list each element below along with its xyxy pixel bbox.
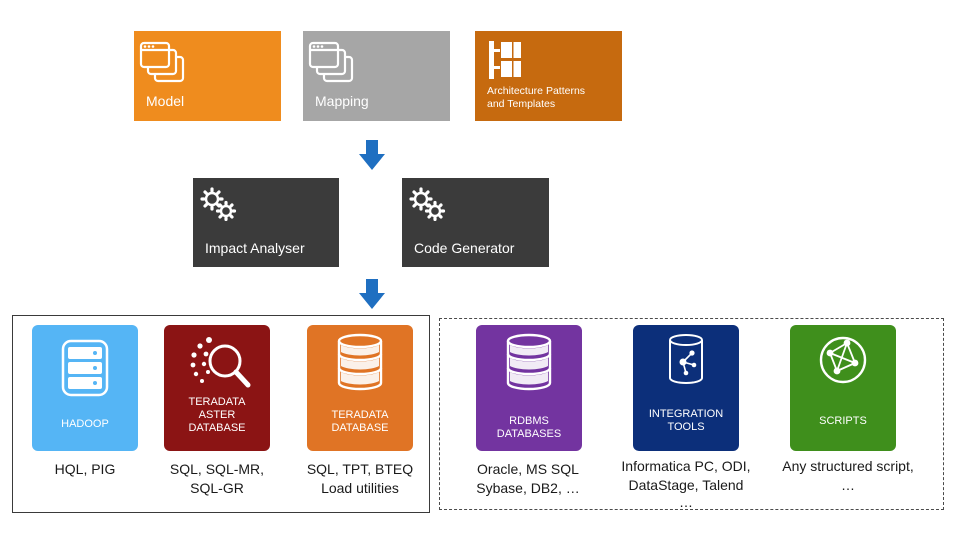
rdbms-tile: RDBMS DATABASES: [476, 325, 582, 451]
layout-blocks-icon: [489, 41, 521, 79]
target-group-frame: [12, 315, 430, 513]
integration-tools-caption-line3: …: [679, 494, 693, 510]
mapping-tile: Mapping: [303, 31, 450, 121]
hadoop-name: HADOOP: [61, 418, 109, 430]
database-icon: [337, 333, 383, 391]
network-cylinder-icon: [669, 334, 703, 384]
gears-icon: [409, 187, 446, 221]
rdbms-name-line1: RDBMS: [509, 415, 549, 427]
target-group-dashed-frame: [439, 318, 944, 510]
database-icon: [506, 333, 552, 391]
server-icon: [61, 339, 109, 397]
down-arrow-icon: [359, 140, 385, 170]
down-arrow-icon: [359, 279, 385, 309]
rdbms-caption-line2: Sybase, DB2, …: [476, 480, 580, 496]
integration-tools-name-line2: TOOLS: [667, 421, 705, 433]
scripts-name: SCRIPTS: [819, 415, 867, 427]
teradata-database-name-line2: DATABASE: [331, 422, 389, 434]
patterns-label-line2: and Templates: [487, 98, 556, 110]
globe-network-icon: [819, 336, 867, 384]
magnifier-dots-icon: [190, 337, 251, 388]
teradata-aster-tile: TERADATA ASTER DATABASE: [164, 325, 270, 451]
impact-analyser-label: Impact Analyser: [205, 240, 305, 256]
teradata-aster-caption-line2: SQL-GR: [190, 480, 244, 496]
model-label: Model: [146, 93, 185, 109]
gears-icon: [200, 187, 237, 221]
teradata-aster-name-line3: DATABASE: [188, 422, 246, 434]
impact-analyser-tile: Impact Analyser: [193, 178, 339, 267]
mapping-label: Mapping: [315, 93, 369, 109]
windows-stack-icon: [139, 41, 185, 83]
teradata-database-caption-line2: Load utilities: [321, 480, 399, 496]
windows-stack-icon: [308, 41, 354, 83]
rdbms-caption-line1: Oracle, MS SQL: [477, 461, 579, 477]
teradata-aster-caption-line1: SQL, SQL-MR,: [169, 461, 265, 477]
scripts-caption-line2: …: [841, 477, 855, 493]
teradata-database-tile: TERADATA DATABASE: [307, 325, 413, 451]
patterns-label-line1: Architecture Patterns: [487, 85, 586, 97]
code-generator-tile: Code Generator: [402, 178, 549, 267]
integration-tools-caption-line1: Informatica PC, ODI,: [621, 458, 751, 474]
scripts-caption-line1: Any structured script,: [782, 458, 914, 474]
hadoop-caption-line1: HQL, PIG: [54, 461, 116, 477]
patterns-tile: Architecture Patterns and Templates: [475, 31, 622, 121]
rdbms-name-line2: DATABASES: [496, 428, 562, 440]
hadoop-tile: HADOOP: [32, 325, 138, 451]
teradata-database-caption-line1: SQL, TPT, BTEQ: [306, 461, 414, 477]
teradata-aster-name-line1: TERADATA: [188, 396, 246, 408]
teradata-aster-name-line2: ASTER: [198, 409, 236, 421]
scripts-tile: SCRIPTS: [790, 325, 896, 451]
integration-tools-caption-line2: DataStage, Talend: [628, 477, 744, 493]
code-generator-label: Code Generator: [414, 240, 515, 256]
model-tile: Model: [134, 31, 281, 121]
teradata-database-name-line1: TERADATA: [331, 409, 389, 421]
integration-tools-name-line1: INTEGRATION: [648, 408, 724, 420]
integration-tools-tile: INTEGRATION TOOLS: [633, 325, 739, 451]
